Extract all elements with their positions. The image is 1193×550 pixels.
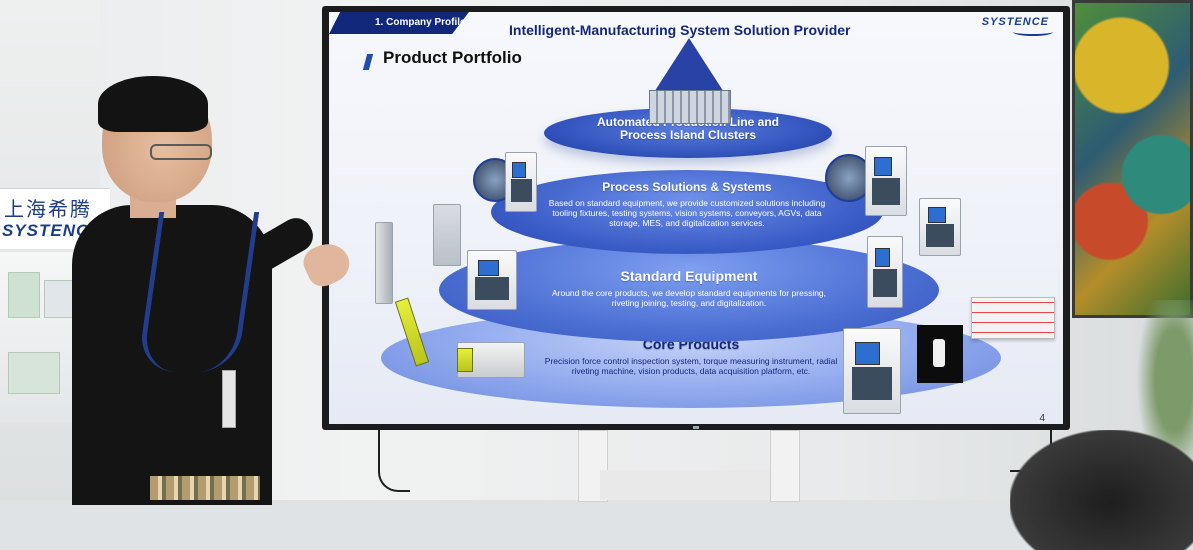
shelf-box [8,272,40,318]
shirt-stripes [150,476,260,500]
section-tag: 1. Company Profile [329,12,469,34]
tier-description: Around the core products, we develop sta… [551,288,827,308]
production-line-picture [649,90,731,124]
tier-description: Precision force control inspection syste… [544,356,838,376]
title-accent-bar [362,54,374,70]
tv-stand-pole [770,430,800,502]
equipment-picture [505,152,537,212]
glasses-icon [150,144,212,160]
data-platform-dashboard-picture [971,297,1055,339]
tier-standard-equipment: Standard Equipment Around the core produ… [439,238,939,342]
company-sign-chinese: 上海希腾 [4,197,92,221]
brand-swoosh-icon [1013,28,1053,36]
presentation-slide: 1. Company Profile Intelligent-Manufactu… [329,12,1063,424]
standard-equipment-picture [867,236,903,308]
slide-headline: Intelligent-Manufacturing System Solutio… [509,22,851,38]
press-frame-picture [433,204,461,266]
servo-press-picture [375,222,393,304]
equipment-picture [865,146,907,216]
tv-cable [378,430,410,492]
presenter-hair [98,76,208,132]
tv-stand-base [600,470,770,500]
vision-product-picture [917,325,963,383]
page-number: 4 [1039,413,1045,424]
company-sign-english: SYSTENCE [2,221,102,240]
equipment-picture [919,198,961,256]
shelf-box [8,352,60,394]
display-shelf [0,252,86,422]
slide-title: Product Portfolio [383,48,522,67]
controller-face-picture [457,348,473,372]
riveting-machine-picture [843,328,901,414]
tier-heading-line: Process Island Clusters [619,128,757,142]
audience-head [1010,430,1193,550]
standard-equipment-picture [467,250,517,310]
tier-heading: Process Solutions & Systems [602,180,772,194]
badge-card [222,370,236,428]
pyramid-arrow-icon [649,38,729,100]
tier-description: Based on standard equipment, we provide … [548,198,826,228]
tv-power-light [693,426,699,429]
wall-painting [1072,0,1193,318]
brand-logo: SYSTENCE [981,16,1049,28]
tier-heading: Standard Equipment [620,268,758,284]
tier-process-solutions: Process Solutions & Systems Based on sta… [491,170,883,254]
